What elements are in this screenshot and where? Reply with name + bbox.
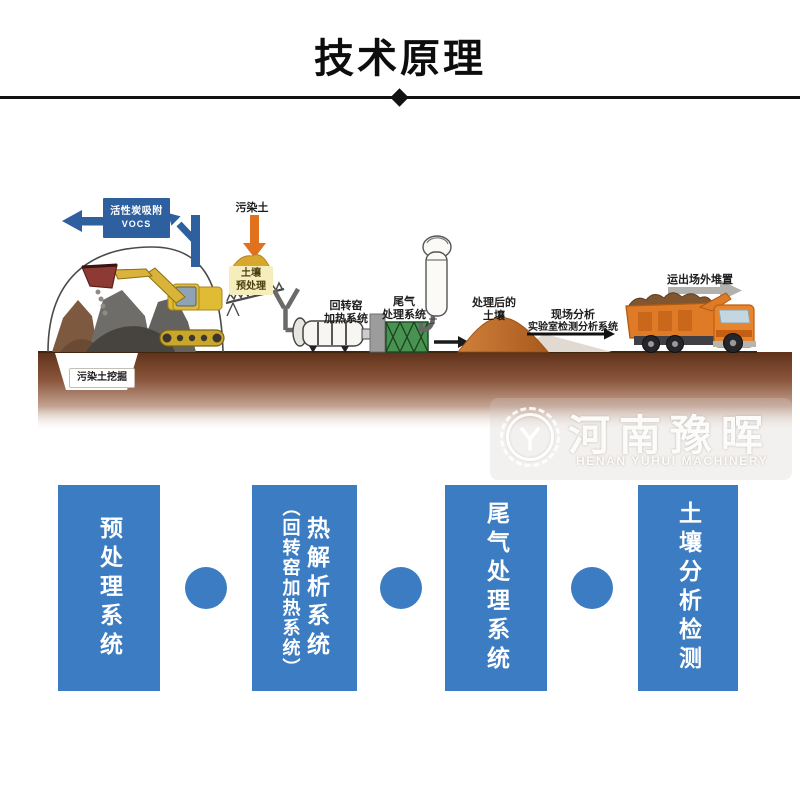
vocs-duct — [62, 210, 200, 267]
soil-feed-arrow-icon — [243, 215, 266, 258]
rotary-kiln-label: 回转窑 加热系统 — [324, 300, 368, 326]
vocs-adsorption-label: 活性炭吸附 VOCS — [103, 198, 170, 238]
truck-wheels — [642, 333, 743, 353]
treated-soil-pile — [456, 316, 550, 353]
flow-box-soil-analysis: 土壤分析检测 — [638, 485, 738, 691]
soil-pretreatment-label: 土壤 预处理 — [229, 266, 273, 295]
vocs-in-arrow-icon — [168, 213, 181, 226]
flow-connector-dot-icon — [571, 567, 613, 609]
flow-connector-dot-icon — [185, 567, 227, 609]
excavator-bucket — [81, 264, 118, 289]
falling-soil — [95, 289, 108, 316]
flow-box-thermal-desorption: （回转窑加热系统） 热解析系统 — [252, 485, 357, 691]
treated-soil-label: 处理后的 土壤 — [472, 297, 516, 323]
contaminated-soil-label: 污染土 — [235, 202, 269, 214]
flow-box-tail-gas: 尾气处理系统 — [445, 485, 547, 691]
kiln-chamber — [369, 313, 386, 353]
watermark: 河南豫晖 HENAN YUHUI MACHINERY — [490, 398, 792, 480]
page-title: 技术原理 — [314, 37, 486, 81]
flow-connector-dot-icon — [380, 567, 422, 609]
flow-box-label: 土壤分析检测 — [675, 501, 702, 675]
excavation-label: 污染土挖掘 — [69, 368, 135, 388]
analysis-label: 现场分析 实验室检测分析系统 — [528, 309, 618, 334]
tail-gas-label: 尾气 处理系统 — [382, 296, 426, 322]
excavator — [81, 263, 225, 347]
dump-truck — [625, 292, 756, 353]
treated-soil-arrow-icon — [434, 336, 469, 348]
transport-label: 运出场外堆置 — [667, 274, 733, 286]
analysis-arrow-icon — [527, 328, 615, 340]
ground — [38, 351, 792, 432]
flow-box-label: 预处理系统 — [96, 515, 123, 661]
flow-box-label: 尾气处理系统 — [483, 501, 510, 675]
gas-treatment-unit — [385, 321, 429, 353]
vocs-out-arrow-icon — [62, 210, 82, 232]
soil-piles — [52, 290, 196, 352]
flow-box-sublabel: （回转窑加热系统） — [280, 498, 301, 678]
rotary-kiln — [292, 317, 372, 353]
flow-box-label: 热解析系统 — [303, 515, 330, 661]
scrubber-tower — [418, 235, 452, 333]
watermark-logo-icon — [500, 407, 560, 467]
feed-funnel — [272, 287, 300, 333]
watermark-en-text: HENAN YUHUI MACHINERY — [576, 454, 769, 468]
flow-box-pretreatment: 预处理系统 — [58, 485, 160, 691]
watermark-cn-text: 河南豫晖 — [568, 412, 773, 459]
